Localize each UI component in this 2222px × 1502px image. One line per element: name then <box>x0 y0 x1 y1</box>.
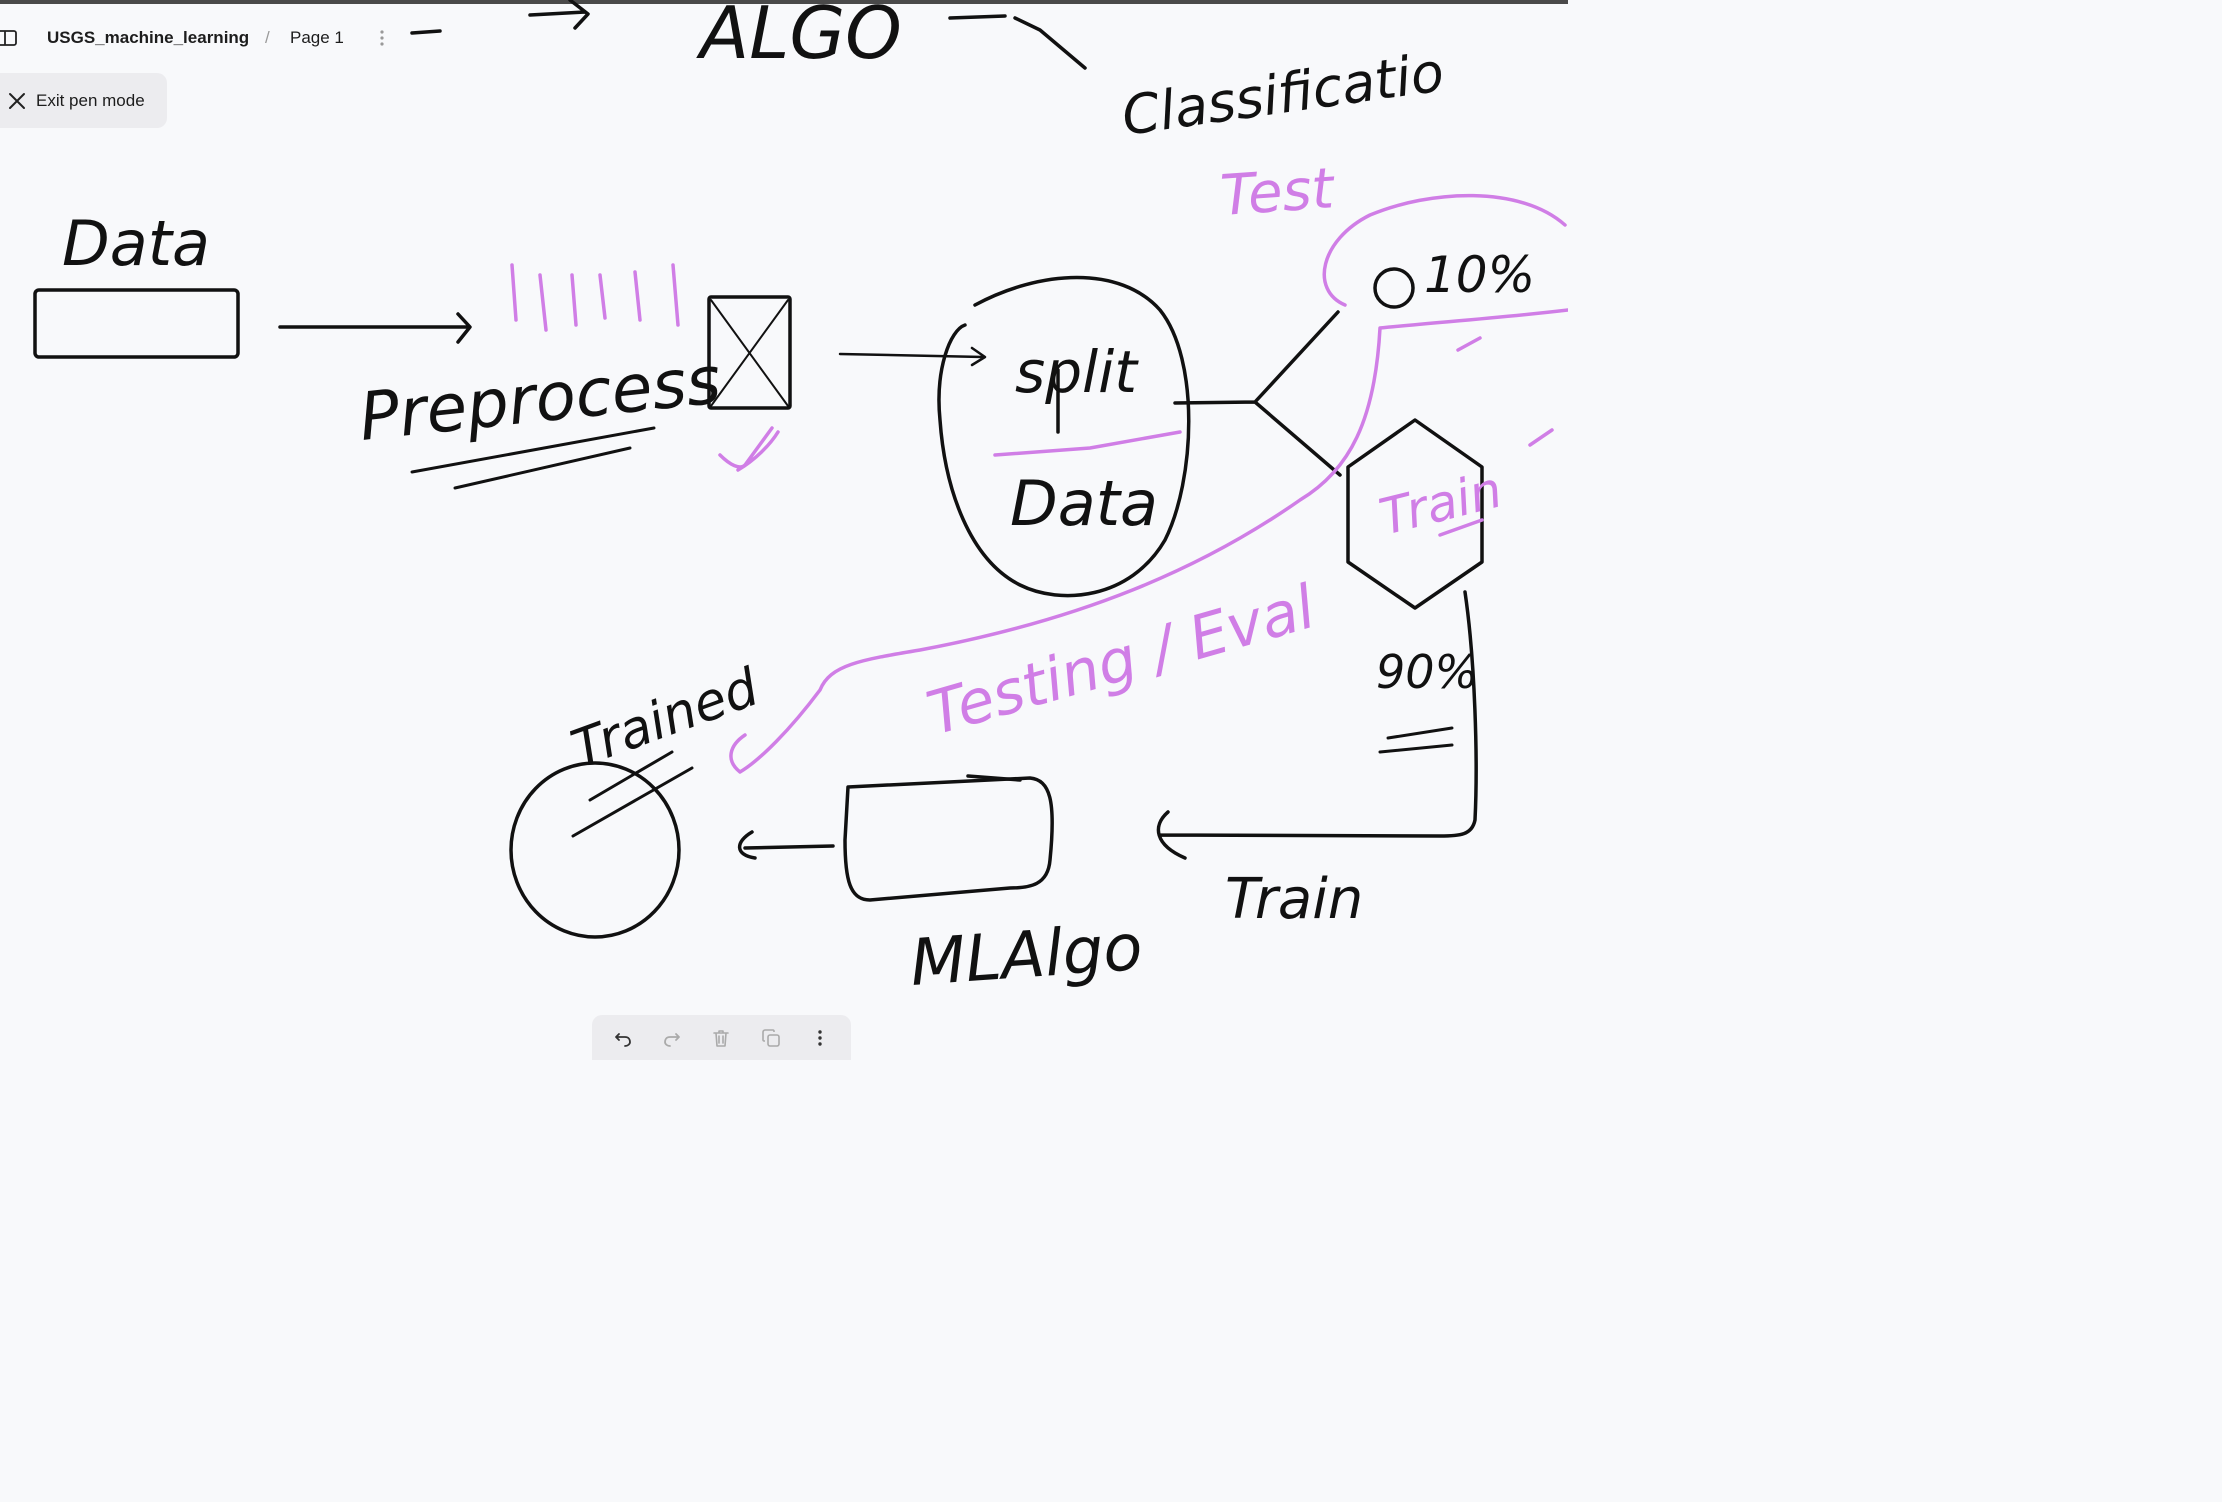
train-path <box>1156 590 1478 860</box>
more-button[interactable] <box>802 1020 838 1056</box>
trained-circle <box>509 761 681 939</box>
checkmark <box>718 426 780 472</box>
arrow-to-split <box>838 346 987 367</box>
data-box <box>33 288 240 359</box>
trash-icon <box>713 1029 730 1047</box>
top-dash <box>410 29 442 35</box>
image-box <box>707 295 792 410</box>
sidebar-toggle-icon[interactable] <box>0 29 18 47</box>
duplicate-icon <box>762 1028 780 1047</box>
exit-pen-mode-button[interactable]: Exit pen mode <box>0 73 167 128</box>
ml-algo-box <box>843 776 1054 902</box>
label-split-data: Data <box>1010 467 1158 540</box>
more-icon <box>818 1029 822 1046</box>
drawing-canvas[interactable]: Data Preprocess split Data 10% 90% Train… <box>0 0 1568 1060</box>
label-test: Test <box>1218 156 1337 229</box>
arrow-to-trained <box>737 830 835 860</box>
bottom-toolbar <box>592 1015 851 1060</box>
label-test-pct: 10% <box>1424 246 1535 304</box>
top-arrow <box>528 0 590 30</box>
close-icon <box>9 92 25 109</box>
branch-lines <box>1173 310 1342 477</box>
arrow-data-preprocess <box>278 312 472 344</box>
top-connector <box>948 14 1087 70</box>
split-underline <box>993 430 1182 457</box>
label-testing: Testing / Eval <box>920 572 1323 749</box>
redo-button[interactable] <box>654 1020 690 1056</box>
label-ml-algo: MLAlgo <box>908 911 1145 1001</box>
label-algo-top: ALGO <box>696 0 902 75</box>
breadcrumb-separator: / <box>265 28 270 47</box>
label-data: Data <box>62 207 210 280</box>
page-options-icon[interactable] <box>375 28 389 48</box>
label-train-pct: 90% <box>1376 645 1478 699</box>
preprocess-ticks <box>510 263 680 332</box>
undo-button[interactable] <box>605 1020 641 1056</box>
label-preprocess: Preprocess <box>356 341 725 455</box>
label-trained: Trained <box>564 657 767 780</box>
train-hexagon <box>1346 418 1484 610</box>
exit-pen-mode-label: Exit pen mode <box>36 90 145 110</box>
delete-button[interactable] <box>703 1020 739 1056</box>
label-split: split <box>1015 338 1139 406</box>
document-title[interactable]: USGS_machine_learning <box>47 28 250 47</box>
label-classification: Classificatio <box>1118 40 1448 147</box>
label-train: Train <box>1225 867 1363 932</box>
undo-icon <box>614 1032 631 1047</box>
test-node <box>1373 267 1415 309</box>
redo-icon <box>664 1032 680 1047</box>
test-loop <box>729 193 1568 774</box>
window-top-strip <box>0 0 1568 4</box>
page-name[interactable]: Page 1 <box>290 28 344 47</box>
duplicate-button[interactable] <box>753 1020 789 1056</box>
split-circle <box>937 275 1191 598</box>
